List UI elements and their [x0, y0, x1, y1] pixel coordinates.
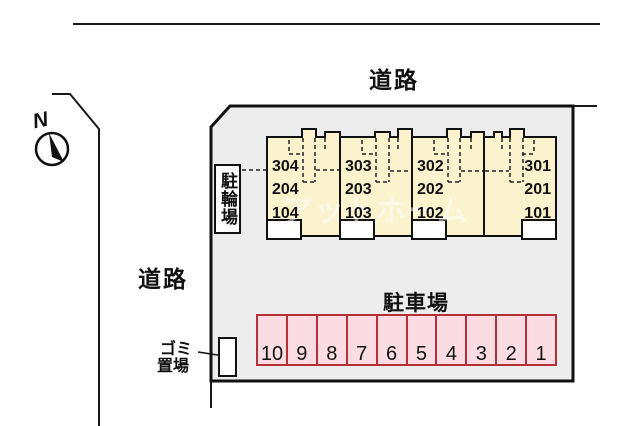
parking-space: 6 — [378, 316, 408, 364]
road-label-top: 道路 — [369, 67, 419, 93]
room-label-101: 101 — [524, 205, 551, 222]
compass-icon — [34, 131, 70, 167]
parking-space: 5 — [408, 316, 438, 364]
room-label-203: 203 — [345, 181, 372, 198]
parking-space: 3 — [467, 316, 498, 364]
room-label-202: 202 — [417, 181, 444, 198]
entrance-box — [266, 219, 302, 240]
room-label-201: 201 — [524, 181, 551, 198]
garbage-label-line2: 置場 — [157, 358, 190, 375]
room-label-303: 303 — [345, 158, 372, 175]
stairwell-dashes — [242, 138, 535, 183]
room-label-104: 104 — [272, 205, 299, 222]
parking-title: 駐車場 — [383, 292, 449, 315]
road-label-left: 道路 — [138, 266, 188, 292]
bicycle-parking-label: 駐輪場 — [214, 164, 241, 234]
garbage-box — [218, 337, 237, 377]
room-label-304: 304 — [272, 158, 299, 175]
parking-space: 1 — [535, 343, 547, 365]
entrance-box — [411, 219, 447, 240]
parking-space: 10 — [258, 316, 288, 364]
entrance-box — [339, 219, 375, 240]
parking-space: 9 — [288, 316, 318, 364]
parking-space: 7 — [348, 316, 378, 364]
parking-row: 10 9 8 7 6 5 4 3 2 1 — [256, 314, 557, 366]
room-label-301: 301 — [524, 158, 551, 175]
room-label-103: 103 — [345, 205, 372, 222]
road-edge-left — [52, 93, 100, 426]
room-label-302: 302 — [417, 158, 444, 175]
parking-space: 4 — [437, 316, 468, 364]
parking-space: 2 — [497, 316, 528, 364]
room-label-102: 102 — [417, 205, 444, 222]
room-label-204: 204 — [272, 181, 299, 198]
garbage-label-line1: ゴミ — [160, 341, 193, 358]
garbage-area-label: ゴミ 置場 — [157, 341, 192, 375]
bicycle-parking-text: 駐輪場 — [218, 172, 237, 226]
parking-space: 8 — [318, 316, 348, 364]
entrance-box — [521, 219, 557, 240]
